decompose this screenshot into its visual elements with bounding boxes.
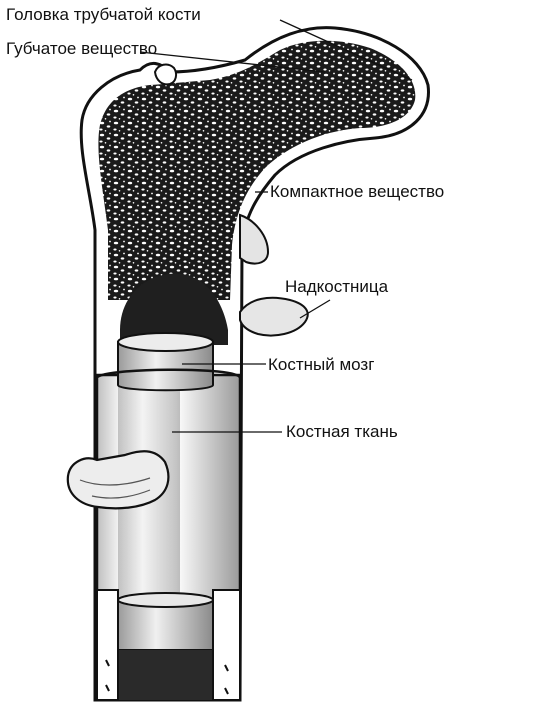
label-bone-tissue: Костная ткань (286, 422, 398, 441)
lower-canal-wall-left (96, 589, 119, 701)
flap-fold-lines (79, 477, 151, 499)
lower-cavity (118, 650, 213, 700)
bone-tissue-flap (66, 450, 170, 510)
label-bone-head: Головка трубчатой кости (6, 5, 201, 24)
shaft-cut-ring (95, 368, 242, 380)
label-spongy-substance: Губчатое вещество (6, 39, 157, 58)
lower-marrow-top (117, 592, 214, 608)
leader-head (279, 19, 413, 81)
lower-canal-wall-right (212, 589, 241, 701)
leader-periosteum (299, 299, 331, 319)
trochanter-tip (153, 63, 178, 86)
label-bone-marrow: Костный мозг (268, 355, 374, 374)
spongy-bone-region (98, 40, 416, 300)
leader-spongy (139, 51, 326, 73)
bone-marrow-cylinder (117, 341, 214, 392)
medullary-cavity (120, 273, 228, 345)
periosteum-flap (239, 296, 309, 337)
label-periosteum: Надкостница (285, 277, 389, 296)
wall-tick-marks (105, 659, 229, 695)
periosteum-bulge (239, 213, 270, 265)
label-compact-substance: Компактное вещество (270, 182, 444, 201)
bone-marrow-top (117, 332, 214, 352)
